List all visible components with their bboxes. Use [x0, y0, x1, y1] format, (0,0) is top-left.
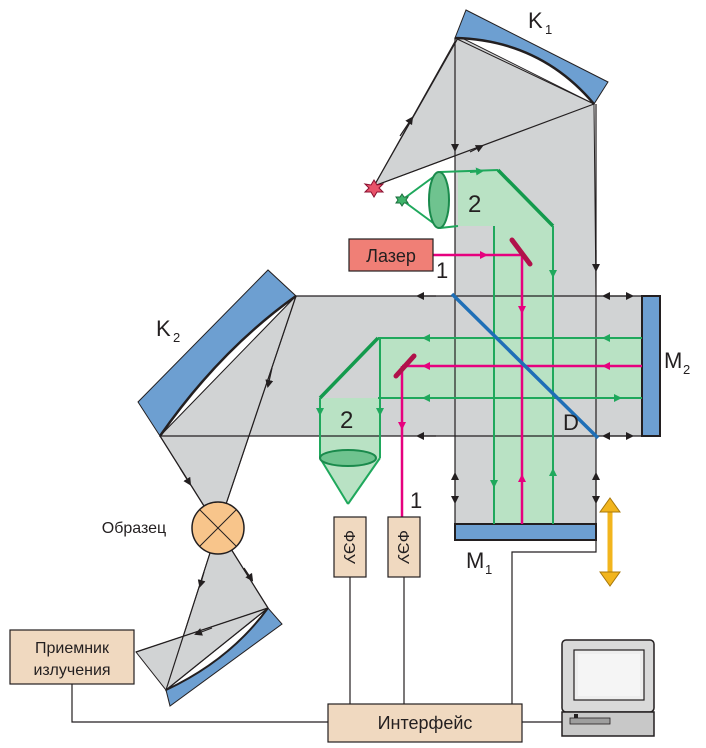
star-source-icon — [363, 179, 385, 198]
splitter-label: D — [563, 410, 579, 435]
green-arrows — [316, 167, 622, 488]
k1-subscript: 1 — [545, 22, 552, 37]
mirror-receiver — [165, 607, 283, 707]
green-source-icon — [395, 193, 409, 207]
m2-label: M — [664, 348, 682, 373]
beam-splitter — [450, 292, 600, 440]
receiver-label-2: излучения — [33, 662, 110, 679]
beam-2-top-label: 2 — [468, 191, 481, 218]
lens-top — [428, 171, 450, 229]
m1-label: M — [466, 548, 484, 573]
laser-mirror-bottom — [393, 353, 417, 379]
pmt-left-box: ФЭУ — [333, 516, 367, 578]
sample-disc — [191, 501, 245, 555]
signal-wires — [71, 540, 597, 723]
pmt-right-box: ФЭУ — [387, 516, 421, 578]
lens-bottom — [319, 449, 377, 467]
laser-mirror-top — [509, 237, 533, 267]
beam-1-top-label: 1 — [436, 258, 448, 283]
laser-label: Лазер — [366, 246, 416, 266]
diagram-labels: K 1 K 2 M 2 M 1 D 1 1 2 2 Образец — [102, 8, 690, 577]
sample-label: Образец — [102, 520, 166, 537]
beam-2-bottom-label: 2 — [340, 407, 353, 434]
ir-arrows — [179, 116, 634, 636]
m1-subscript: 1 — [485, 562, 492, 577]
pmt-left-label: ФЭУ — [340, 530, 357, 565]
interface-box: Интерфейс — [327, 703, 523, 743]
laser-box: Лазер — [348, 238, 434, 272]
receiver-box: Приемник излучения — [9, 629, 135, 685]
ir-rays — [135, 37, 642, 691]
k1-label: K — [528, 8, 543, 33]
interface-label: Интерфейс — [378, 713, 473, 733]
m2-subscript: 2 — [683, 362, 690, 377]
k2-label: K — [156, 316, 171, 341]
pmt-right-label: ФЭУ — [394, 530, 411, 565]
k2-subscript: 2 — [173, 330, 180, 345]
laser-arrows — [398, 251, 620, 492]
computer-icon — [561, 639, 655, 737]
receiver-label-1: Приемник — [35, 640, 110, 657]
mirror-m2 — [641, 295, 661, 437]
beam-1-bottom-label: 1 — [410, 488, 422, 513]
mirror-m1 — [454, 523, 597, 541]
double-arrow-icon — [599, 497, 621, 587]
